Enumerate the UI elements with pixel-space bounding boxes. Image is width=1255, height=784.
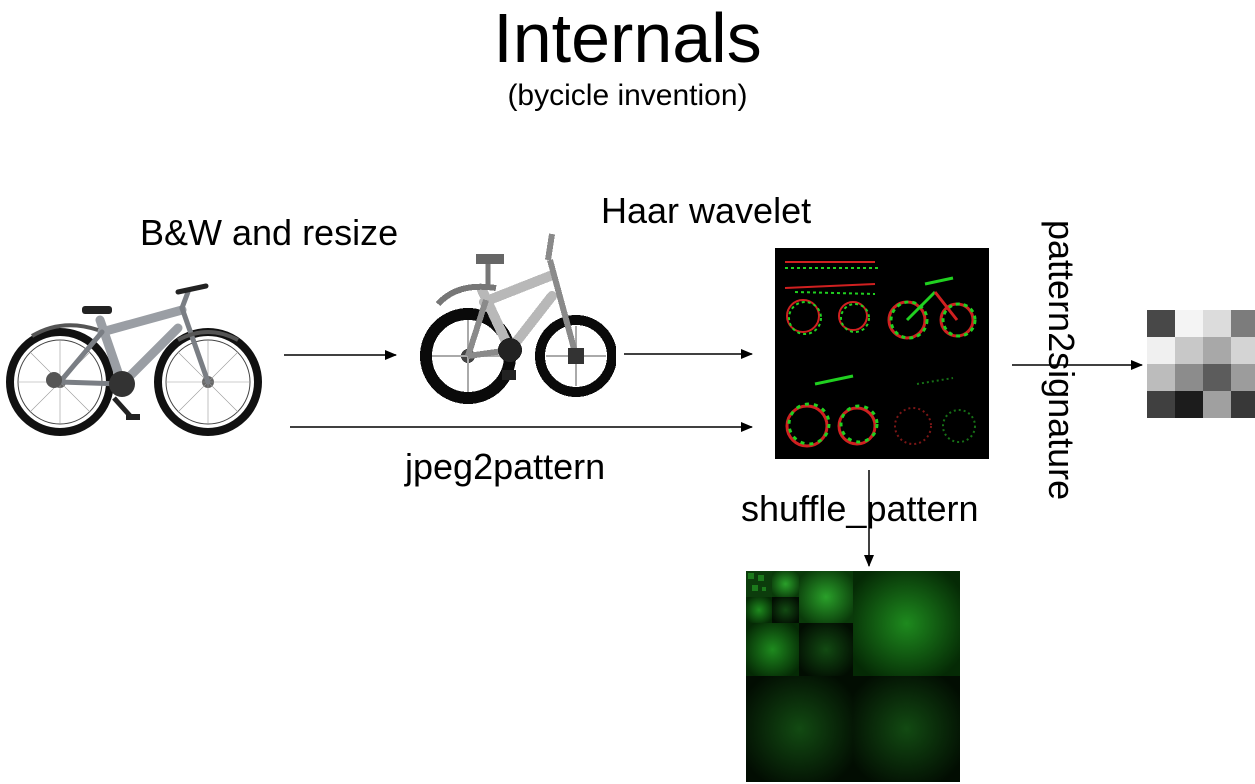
signature-cell	[1175, 391, 1203, 418]
shuffle-pattern-label: shuffle_pattern	[741, 488, 979, 529]
signature-cell	[1203, 364, 1231, 391]
signature-cell	[1203, 391, 1231, 418]
signature-cell	[1147, 337, 1175, 364]
signature-cell	[1147, 391, 1175, 418]
jpeg2pattern-label: jpeg2pattern	[405, 446, 606, 487]
shuffled-pattern-image	[746, 571, 960, 782]
slide-title: Internals	[493, 0, 762, 77]
signature-cell	[1203, 337, 1231, 364]
signature-cell	[1231, 391, 1255, 418]
signature-grid-image	[1147, 310, 1255, 418]
signature-cell	[1147, 364, 1175, 391]
haar-wavelet-label: Haar wavelet	[601, 190, 812, 231]
signature-cell	[1203, 310, 1231, 337]
signature-cell	[1175, 364, 1203, 391]
signature-cell	[1231, 364, 1255, 391]
signature-cell	[1147, 310, 1175, 337]
signature-cell	[1231, 310, 1255, 337]
original-bicycle-image	[2, 280, 264, 440]
haar-wavelet-pattern-image	[775, 248, 989, 459]
signature-cell	[1231, 337, 1255, 364]
bw-resize-label: B&W and resize	[140, 212, 399, 253]
bw-resized-bicycle-image	[418, 230, 616, 415]
slide-subtitle: (bycicle invention)	[507, 79, 748, 112]
signature-cell	[1175, 310, 1203, 337]
signature-cell	[1175, 337, 1203, 364]
